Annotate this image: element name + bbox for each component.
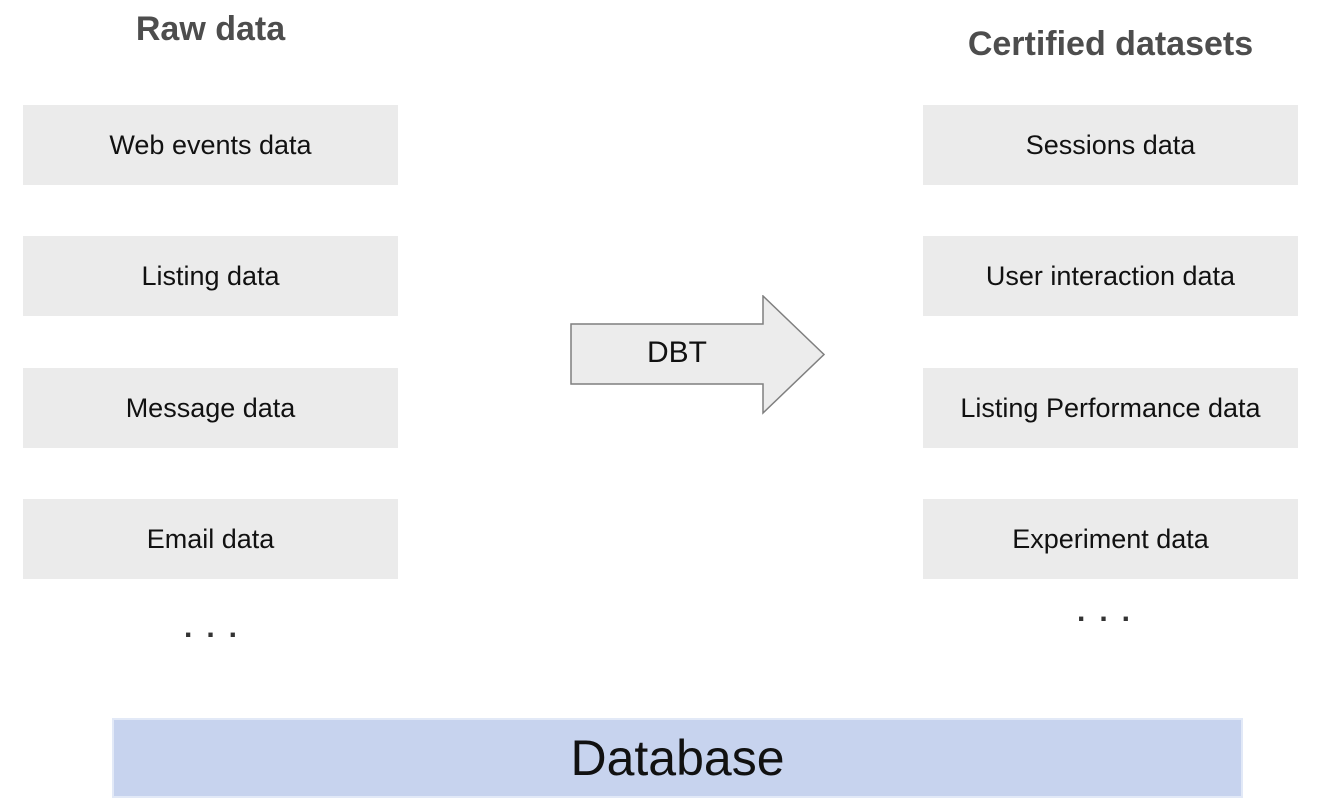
raw-box-listing-data: Listing data xyxy=(23,236,398,316)
certified-box-user-interaction-data: User interaction data xyxy=(923,236,1298,316)
certified-column-ellipsis: ... xyxy=(1076,595,1144,628)
certified-box-listing-performance-data: Listing Performance data xyxy=(923,368,1298,448)
dbt-arrow xyxy=(570,295,826,415)
certified-box-sessions-data: Sessions data xyxy=(923,105,1298,185)
raw-box-web-events-data: Web events data xyxy=(23,105,398,185)
raw-box-message-data: Message data xyxy=(23,368,398,448)
certified-datasets-heading: Certified datasets xyxy=(967,25,1254,63)
raw-box-email-data: Email data xyxy=(23,499,398,579)
certified-box-experiment-data: Experiment data xyxy=(923,499,1298,579)
right-arrow-icon xyxy=(570,295,826,415)
raw-data-heading: Raw data xyxy=(135,10,286,48)
database-bar: Database xyxy=(112,718,1243,798)
raw-column-ellipsis: ... xyxy=(183,611,251,644)
